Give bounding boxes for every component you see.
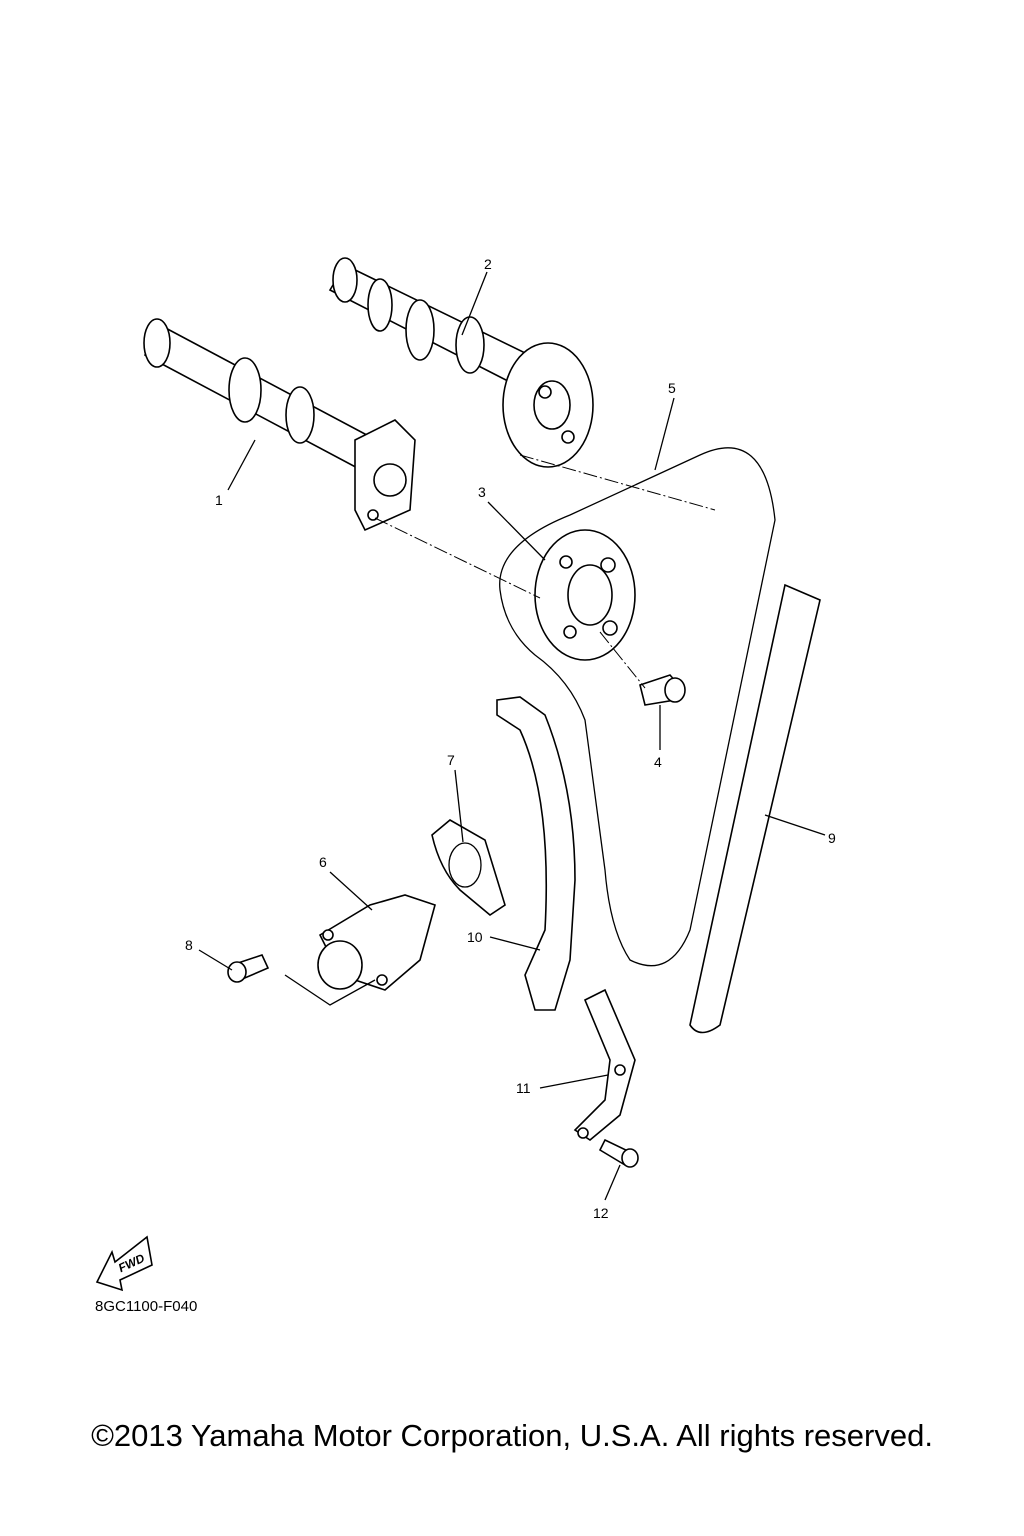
callout-5[interactable]: 5 xyxy=(668,380,676,396)
part-2-cam-sprocket[interactable] xyxy=(502,342,594,468)
drawing-code: 8GC1100-F040 xyxy=(95,1298,198,1315)
copyright-notice: ©2013 Yamaha Motor Corporation, U.S.A. A… xyxy=(91,1418,933,1453)
callout-7[interactable]: 7 xyxy=(447,752,455,768)
callout-6[interactable]: 6 xyxy=(319,854,327,870)
part-4-bolt[interactable] xyxy=(639,674,686,706)
part-6-chain-tensioner[interactable] xyxy=(317,894,436,991)
forward-arrow-icon: FWD xyxy=(95,1235,153,1292)
callout-8[interactable]: 8 xyxy=(185,937,193,953)
callout-1[interactable]: 1 xyxy=(215,492,223,508)
part-9-chain-guide[interactable] xyxy=(689,583,821,1034)
callout-2[interactable]: 2 xyxy=(484,256,492,272)
part-10-tensioner-guide[interactable] xyxy=(496,696,576,1011)
callout-9[interactable]: 9 xyxy=(828,830,836,846)
callout-11[interactable]: 11 xyxy=(516,1080,531,1096)
part-12-bolt[interactable] xyxy=(598,1138,639,1168)
part-5-timing-chain[interactable] xyxy=(499,447,776,967)
callout-3[interactable]: 3 xyxy=(478,484,486,500)
part-8-bolt[interactable] xyxy=(227,954,270,983)
leader-lines xyxy=(198,271,826,1201)
callout-12[interactable]: 12 xyxy=(593,1205,609,1221)
part-1-camshaft[interactable] xyxy=(143,318,416,532)
callout-10[interactable]: 10 xyxy=(467,929,483,945)
part-3-cam-sprocket[interactable] xyxy=(534,529,636,661)
callout-4[interactable]: 4 xyxy=(654,754,662,770)
part-7-gasket[interactable] xyxy=(431,819,506,916)
part-11-bracket[interactable] xyxy=(573,988,636,1141)
